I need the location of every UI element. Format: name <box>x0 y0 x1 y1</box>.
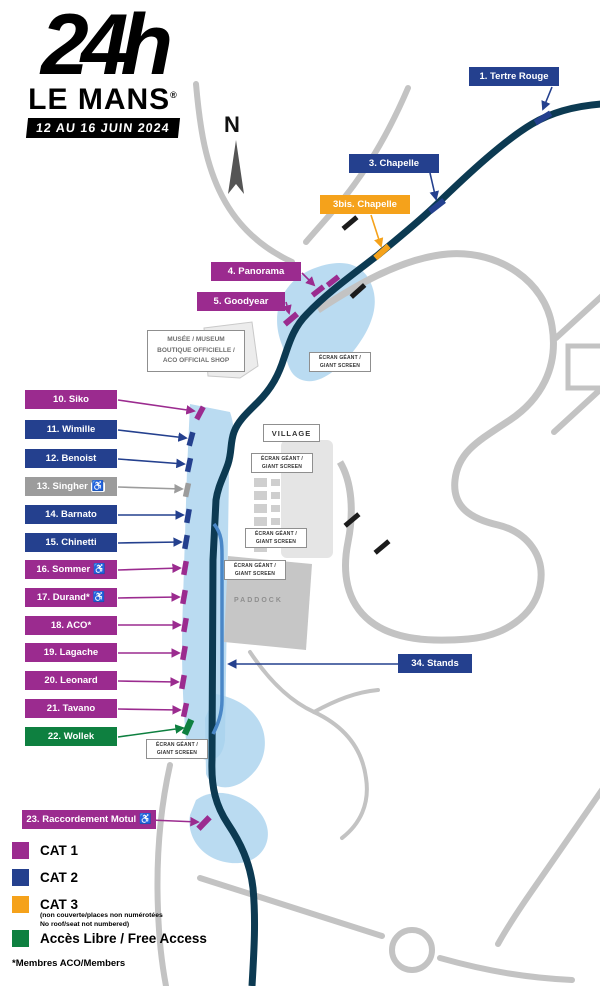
legend-row-cat3: CAT 3 <box>12 896 78 913</box>
members-note: *Membres ACO/Members <box>12 958 126 969</box>
tribune-label-13-singher: 13. Singher ♿ <box>25 477 117 496</box>
free-access-swatch <box>12 930 29 947</box>
giant-screen-box: ÉCRAN GÉANT / GIANT SCREEN <box>309 352 371 372</box>
screen-line1: ÉCRAN GÉANT / <box>260 456 304 462</box>
screen-line2: GIANT SCREEN <box>319 363 361 369</box>
tribune-text: 34. Stands <box>411 658 459 669</box>
tribune-label-1-tertre-rouge: 1. Tertre Rouge <box>469 67 559 86</box>
tribune-text: 10. Siko <box>53 394 89 405</box>
tribune-text: 5. Goodyear <box>213 296 269 307</box>
roads-layer <box>154 81 600 986</box>
museum-shop-box: MUSÉE / MUSEUM BOUTIQUE OFFICIELLE / ACO… <box>147 330 245 372</box>
cat2-swatch <box>12 869 29 886</box>
event-date-banner: 12 AU 16 JUIN 2024 <box>26 118 180 139</box>
museum-line1: MUSÉE / MUSEUM <box>167 336 225 344</box>
wheelchair-icon: ♿ <box>93 563 106 575</box>
cat3-label: CAT 3 <box>40 897 79 912</box>
tribune-label-23-raccordement-motul: 23. Raccordement Motul ♿ <box>22 810 156 829</box>
screen-line1: ÉCRAN GÉANT / <box>233 563 277 569</box>
tribune-label-20-leonard: 20. Leonard <box>25 671 117 690</box>
tribune-label-10-siko: 10. Siko <box>25 390 117 409</box>
screen-line1: ÉCRAN GÉANT / <box>254 531 298 537</box>
logo-name-text: LE MANS <box>28 83 171 117</box>
compass-label: N <box>224 112 240 137</box>
tribune-text: 13. Singher <box>36 481 88 492</box>
tribune-text: 3. Chapelle <box>368 158 420 169</box>
screen-line2: GIANT SCREEN <box>234 571 276 577</box>
tribune-markers <box>179 110 553 831</box>
giant-screen-box: ÉCRAN GÉANT / GIANT SCREEN <box>224 560 286 580</box>
museum-line3: ACO OFFICIAL SHOP <box>162 357 230 365</box>
wheelchair-icon: ♿ <box>90 480 106 492</box>
village-label: VILLAGE <box>271 428 312 438</box>
parking-outline <box>565 343 600 391</box>
giant-screen-box: ÉCRAN GÉANT / GIANT SCREEN <box>146 739 208 759</box>
pit-lane-path <box>211 522 224 735</box>
tribune-label-5-goodyear: 5. Goodyear <box>197 292 285 311</box>
tribune-text: 23. Raccordement Motul <box>26 814 137 825</box>
tribune-text: 11. Wimille <box>46 424 96 435</box>
tribune-text: 20. Leonard <box>44 675 98 686</box>
tribune-label-14-barnato: 14. Barnato <box>25 505 117 524</box>
tribune-label-34-stands: 34. Stands <box>398 654 472 673</box>
screen-line1: ÉCRAN GÉANT / <box>318 355 362 361</box>
screen-line2: GIANT SCREEN <box>255 539 297 545</box>
tribune-text: 19. Lagache <box>43 647 99 658</box>
label-arrows <box>117 86 553 827</box>
legend-row-free-access: Accès Libre / Free Access <box>12 930 207 947</box>
tribune-label-17-durand: 17. Durand* ♿ <box>25 588 117 607</box>
footbridge-marks <box>341 215 391 555</box>
tribune-label-21-tavano: 21. Tavano <box>25 699 117 718</box>
tribune-text: 15. Chinetti <box>45 537 97 548</box>
tribune-text: 18. ACO* <box>50 620 92 631</box>
tribune-text: 21. Tavano <box>46 703 96 714</box>
roundabout <box>389 927 435 973</box>
free-access-label: Accès Libre / Free Access <box>40 931 207 946</box>
tribune-label-16-sommer: 16. Sommer ♿ <box>25 560 117 579</box>
paddock-label: PADDOCK <box>234 597 283 604</box>
main-track-path <box>208 100 600 986</box>
logo-24h-mark: 24h <box>40 0 173 93</box>
wheelchair-icon: ♿ <box>92 591 106 603</box>
tribune-label-18-aco: 18. ACO* <box>25 616 117 635</box>
screen-line1: ÉCRAN GÉANT / <box>155 742 199 748</box>
wheelchair-icon: ♿ <box>139 813 152 825</box>
cat3-note: (non couverte/places non numérotées No r… <box>40 912 163 930</box>
tribune-text: 14. Barnato <box>45 509 97 520</box>
tribune-label-3bis-chapelle: 3bis. Chapelle <box>320 195 410 214</box>
village-box: VILLAGE <box>263 424 320 442</box>
tribune-text: 12. Benoist <box>45 453 97 464</box>
tribune-text: 16. Sommer <box>36 564 91 575</box>
tribune-label-4-panorama: 4. Panorama <box>211 262 301 281</box>
legend-row-cat1: CAT 1 <box>12 842 78 859</box>
cat3-swatch <box>12 896 29 913</box>
compass-needle <box>228 140 244 194</box>
cat2-label: CAT 2 <box>40 870 79 885</box>
tribune-label-11-wimille: 11. Wimille <box>25 420 117 439</box>
screen-line2: GIANT SCREEN <box>261 464 303 470</box>
bugatti-circuit-path <box>316 250 557 644</box>
legend-row-cat2: CAT 2 <box>12 869 78 886</box>
event-logo: 24h LE MANS® 12 AU 16 JUIN 2024 <box>8 0 198 139</box>
tribune-label-19-lagache: 19. Lagache <box>25 643 117 662</box>
registered-mark: ® <box>170 90 178 101</box>
cat1-swatch <box>12 842 29 859</box>
tribune-text: 3bis. Chapelle <box>333 199 397 210</box>
tribune-text: 4. Panorama <box>227 266 285 277</box>
cat3-note-line1: (non couverte/places non numérotées <box>40 912 163 919</box>
giant-screen-box: ÉCRAN GÉANT / GIANT SCREEN <box>245 528 307 548</box>
tribune-text: 1. Tertre Rouge <box>479 71 549 82</box>
logo-name: LE MANS® <box>8 85 198 115</box>
tribune-label-22-wollek: 22. Wollek <box>25 727 117 746</box>
tribune-label-3-chapelle: 3. Chapelle <box>349 154 439 173</box>
tribune-text: 22. Wollek <box>47 731 95 742</box>
museum-line2: BOUTIQUE OFFICIELLE / <box>157 346 235 354</box>
screen-line2: GIANT SCREEN <box>156 750 198 756</box>
giant-screen-box: ÉCRAN GÉANT / GIANT SCREEN <box>251 453 313 473</box>
tribune-label-12-benoist: 12. Benoist <box>25 449 117 468</box>
cat1-label: CAT 1 <box>40 843 79 858</box>
tribune-text: 17. Durand* <box>36 592 90 603</box>
tribune-label-15-chinetti: 15. Chinetti <box>25 533 117 552</box>
cat3-note-line2: No roof/seat not numbered) <box>40 920 130 928</box>
